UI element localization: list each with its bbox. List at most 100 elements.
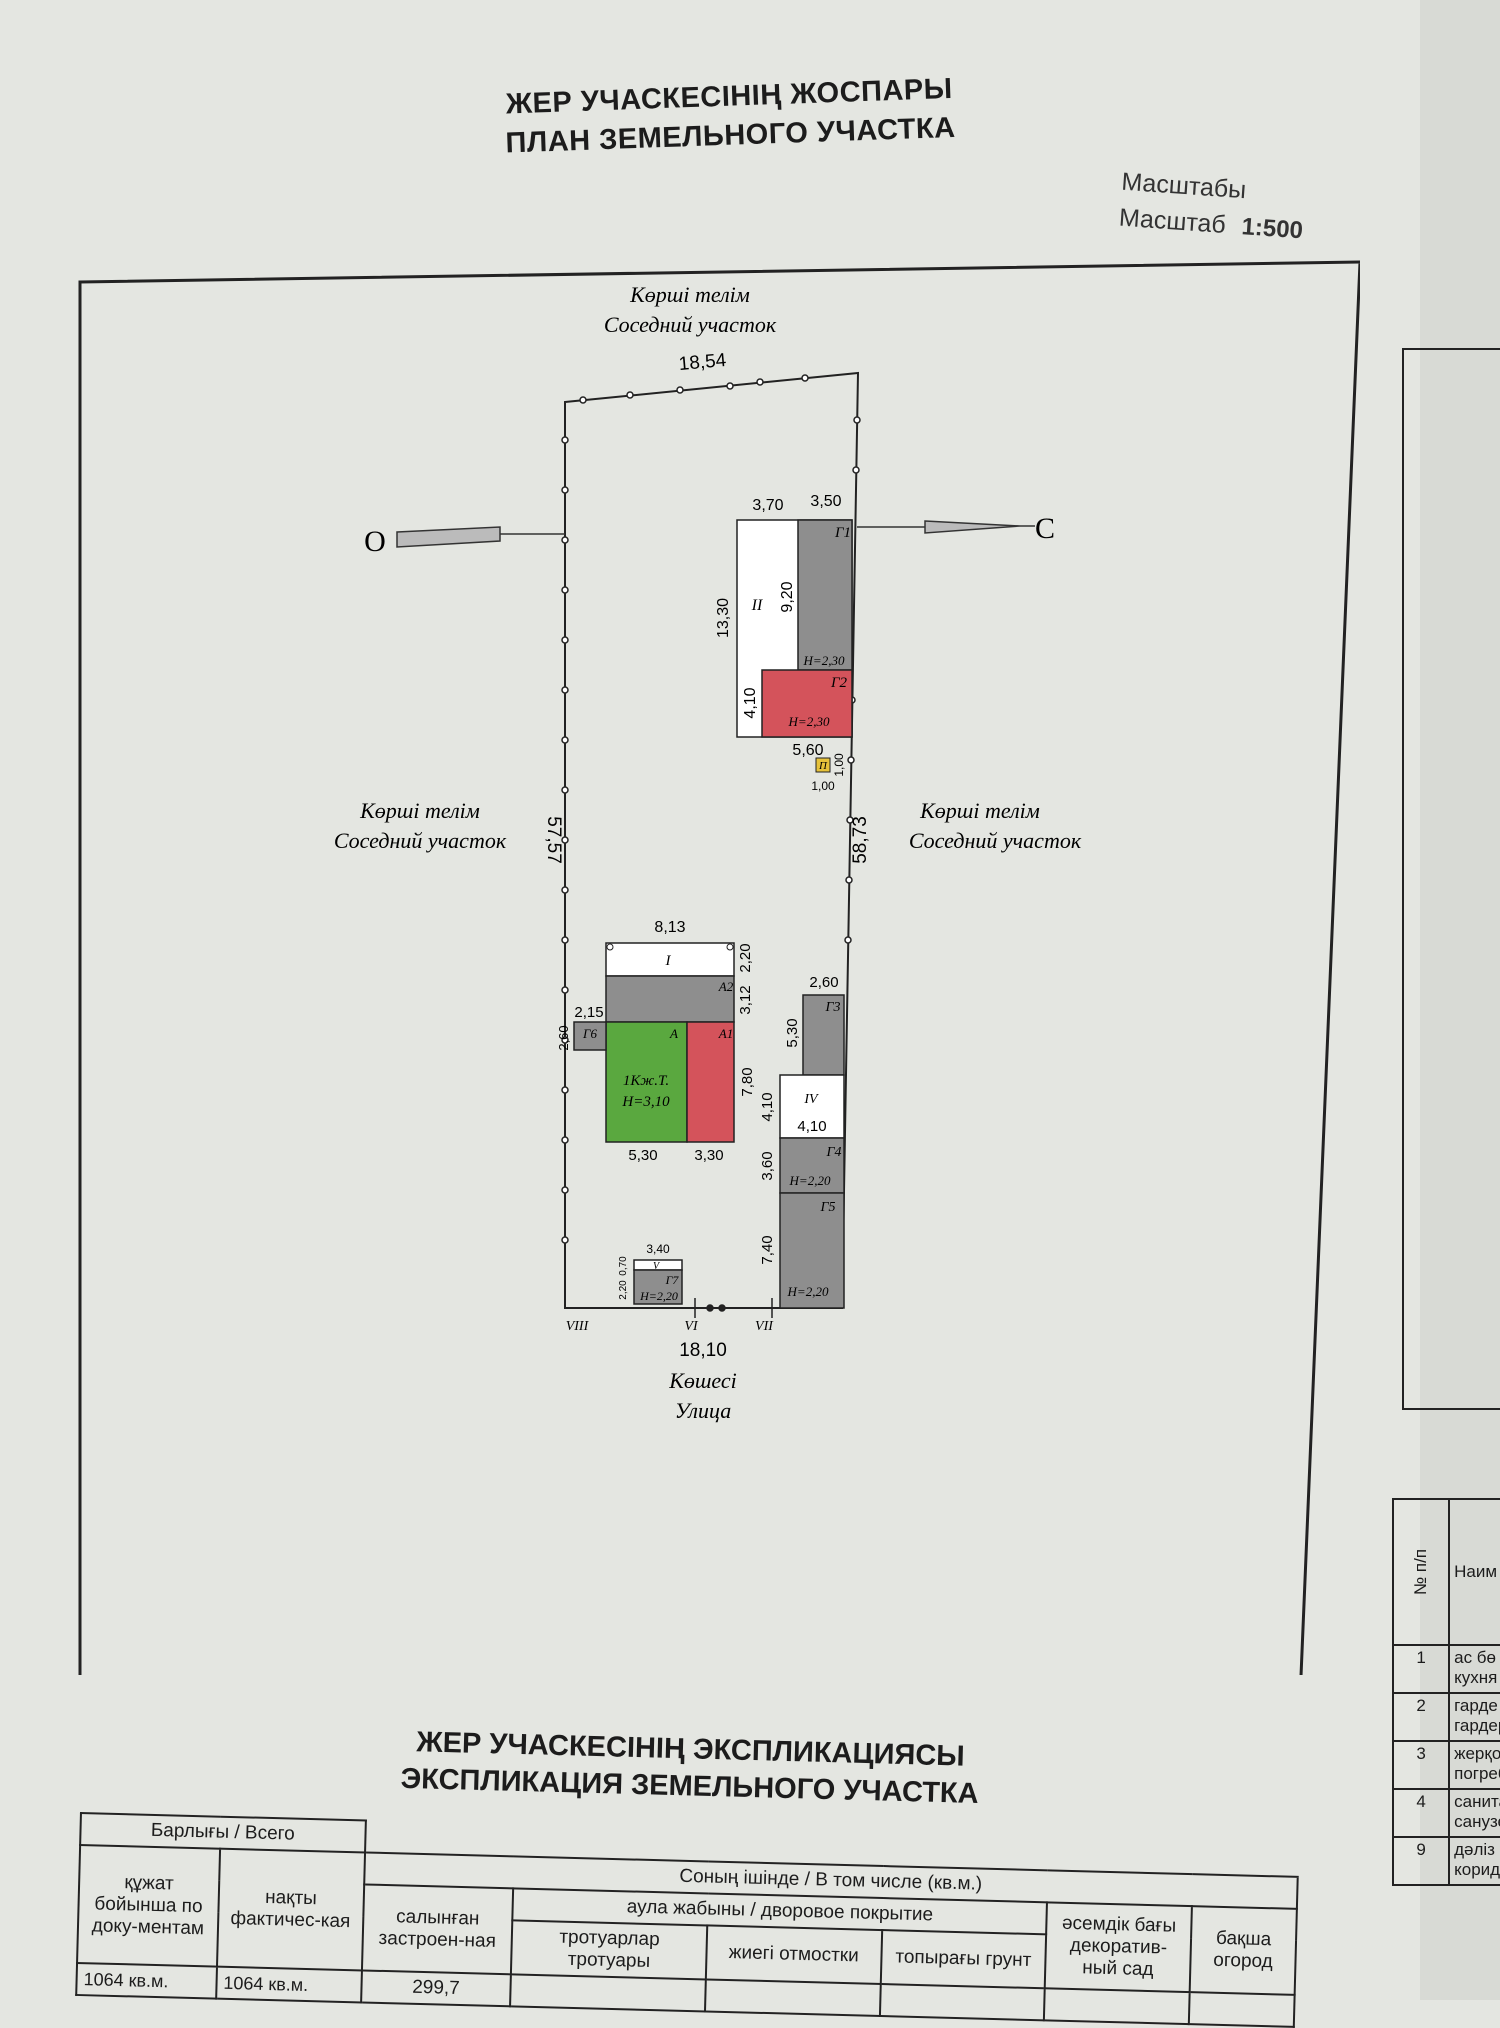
built-header: салынған застроен-ная	[361, 1884, 514, 1975]
room-label: I	[665, 953, 672, 969]
north-neighbour-kz: Көрші телім	[629, 282, 750, 307]
dim-label: 3,60	[759, 1151, 776, 1180]
dim-label: 2,20	[737, 943, 754, 972]
explication-title: ЖЕР УЧАСКЕСІНІҢ ЭКСПЛИКАЦИЯСЫ ЭКСПЛИКАЦИ…	[0, 1715, 1500, 1828]
height-label: Н=2,30	[803, 653, 845, 668]
east-outbuildings: 2,60 5,30 4,10 4,10 3,60 7,40 Г3 IV Г4 Н…	[759, 974, 845, 1309]
building-label: Г2	[830, 675, 848, 691]
dim-label: 2,20	[618, 1280, 629, 1300]
room-label: II	[751, 597, 763, 614]
dim-label: 1,00	[832, 753, 846, 777]
building-label: Г3	[825, 1000, 841, 1015]
street-label-ru: Улица	[675, 1398, 732, 1423]
north-neighbour-ru: Соседний участок	[604, 312, 777, 337]
dim-label: 3,70	[752, 497, 783, 514]
by-docs-value: 1064 кв.м.	[76, 1962, 217, 1999]
point-label: VIII	[566, 1319, 590, 1334]
boundary-posts	[561, 374, 861, 1244]
scale-value: 1:500	[1240, 213, 1304, 245]
dim-label: 3,50	[810, 493, 841, 510]
side-row-num: 3	[1391, 1740, 1451, 1790]
adjacent-sheet-frame	[1402, 348, 1500, 1410]
scale-label-ru: Масштаб	[1118, 203, 1227, 239]
building-label: Г7	[665, 1273, 680, 1287]
dim-north: 18,54	[678, 350, 728, 375]
dim-label: 4,10	[742, 687, 759, 718]
site-plan-drawing: Көрші телім Соседний участок Көрші телім…	[78, 260, 1360, 1675]
soil-header: топырағы грунт	[880, 1930, 1047, 1989]
main-house: 8,13 2,20 3,12 2,15 2,60 7,80 5,30 3,30 …	[556, 919, 756, 1164]
side-row-num: 1	[1391, 1644, 1451, 1694]
height-label: Н=2,20	[787, 1284, 829, 1299]
building-label: Г6	[582, 1026, 597, 1041]
room-label: V	[653, 1261, 661, 1272]
compass-east-arrow: С	[857, 512, 1055, 545]
small-structure-label: П	[818, 760, 828, 772]
sidewalk-header: тротуарлар тротуары	[511, 1920, 708, 1980]
decor-value	[1044, 1988, 1190, 2025]
dim-label: 3,12	[737, 985, 754, 1014]
compass-west-letter: О	[364, 525, 386, 558]
dim-label: 2,15	[574, 1004, 603, 1021]
actual-header: нақты фактичес-кая	[216, 1848, 365, 1971]
by-docs-header: құжат бойынша по доку-ментам	[77, 1845, 220, 1967]
street-label-kz: Көшесі	[668, 1368, 737, 1393]
dim-label: 3,40	[646, 1242, 670, 1256]
dim-label: 7,80	[739, 1067, 756, 1096]
side-row-text: ас бө кухня	[1448, 1644, 1500, 1694]
dim-label: 5,30	[628, 1147, 657, 1164]
plan-title: ЖЕР УЧАСКЕСІНІҢ ЖОСПАРЫ ПЛАН ЗЕМЕЛЬНОГО …	[0, 54, 1500, 184]
east-neighbour-kz: Көрші телім	[919, 798, 1040, 823]
south-outbuilding: 3,40 0,70 2,20 V Г7 Н=2,20	[618, 1242, 683, 1305]
room-label: IV	[803, 1092, 819, 1107]
building-label: Г5	[820, 1200, 836, 1215]
side-head-name: Наим	[1448, 1498, 1500, 1646]
building-label: Г1	[834, 525, 851, 541]
decor-header: әсемдік бағы декоратив- ный сад	[1044, 1902, 1192, 1993]
dim-label: 3,30	[694, 1147, 723, 1164]
building-label: А2	[718, 979, 734, 994]
point-label: VI	[684, 1319, 699, 1334]
house-height-label: Н=3,10	[621, 1094, 670, 1110]
dim-label: 9,20	[779, 581, 796, 612]
building-label: А1	[718, 1026, 733, 1041]
dim-label: 7,40	[759, 1235, 776, 1264]
dim-south: 18,10	[679, 1340, 727, 1361]
side-head-num: № п/п	[1411, 1548, 1431, 1596]
side-row-text: жерқо погреб	[1448, 1740, 1500, 1790]
explication-table: Барлығы / Всего құжат бойынша по доку-ме…	[75, 1812, 1299, 2028]
west-neighbour-ru: Соседний участок	[334, 828, 507, 853]
garden-header: бақша огород	[1189, 1906, 1297, 1995]
compass-east-letter: С	[1035, 512, 1055, 545]
side-row-num: 2	[1391, 1692, 1451, 1742]
building-label: А	[669, 1026, 678, 1041]
dim-label: 0,70	[618, 1256, 629, 1276]
point-label: VII	[755, 1319, 774, 1334]
side-row-text: дәліз коридо	[1448, 1836, 1500, 1886]
gate-marks	[694, 1298, 773, 1318]
sidewalk-value	[510, 1974, 706, 2012]
height-label: Н=2,20	[789, 1173, 831, 1188]
dim-label: 8,13	[654, 919, 685, 936]
dim-label: 2,60	[556, 1025, 571, 1050]
side-row-text: санита санузе	[1448, 1788, 1500, 1838]
soil-value	[879, 1984, 1045, 2021]
garden-value	[1188, 1992, 1295, 2027]
compass-west-arrow: О	[364, 525, 565, 558]
side-row-num: 9	[1391, 1836, 1451, 1886]
east-neighbour-ru: Соседний участок	[909, 828, 1082, 853]
side-row-text: гарде гардер	[1448, 1692, 1500, 1742]
blind-area-value	[704, 1979, 881, 2016]
building-label: Г4	[826, 1145, 842, 1160]
dim-east: 58,73	[850, 816, 871, 864]
dim-label: 13,30	[715, 598, 732, 638]
west-neighbour-kz: Көрші телім	[359, 798, 480, 823]
dim-label: 1,00	[811, 779, 835, 793]
north-outbuilding: П 3,70 3,50 13,30 9,20 4,10 5,60 1,00 1,…	[715, 493, 853, 793]
dim-label: 5,30	[784, 1018, 801, 1047]
plan-frame: Көрші телім Соседний участок Көрші телім…	[78, 255, 1360, 1675]
height-label: Н=2,30	[788, 714, 830, 729]
height-label: Н=2,20	[639, 1289, 678, 1303]
